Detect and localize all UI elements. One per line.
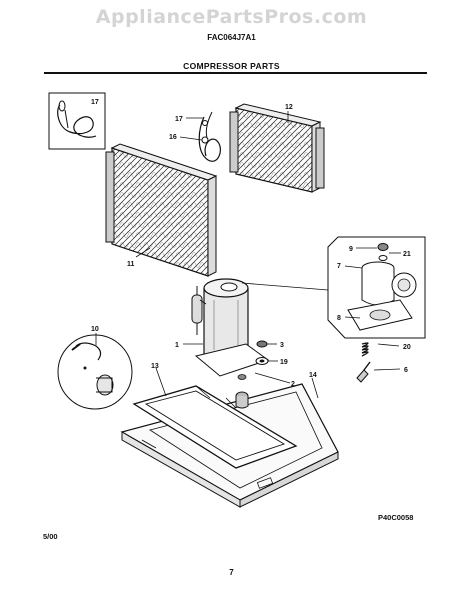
drawing-reference-code: P40C0058	[378, 513, 414, 522]
leader-lines	[95, 111, 401, 399]
callout-label: 17	[91, 99, 99, 106]
inset-capillary-tube	[48, 92, 106, 150]
drip-tray	[132, 385, 298, 469]
callout-label: 8	[337, 315, 341, 322]
callout-label: 20	[403, 344, 411, 351]
capillary-tube-assembly	[198, 111, 221, 162]
condenser-coil	[229, 103, 325, 193]
callout-label: 19	[280, 359, 288, 366]
footer-date: 5/00	[43, 532, 58, 541]
callout-label: 21	[403, 251, 411, 258]
page-number: 7	[229, 568, 234, 577]
callout-label: 2	[291, 381, 295, 388]
spring-and-bolt	[356, 342, 371, 383]
watermark: AppliancePartsPros.com	[95, 6, 368, 28]
model-number: FAC064J7A1	[207, 33, 256, 42]
callout-label: 13	[151, 363, 159, 370]
callout-label: 6	[404, 367, 408, 374]
callout-label: 17	[175, 116, 183, 123]
evaporator-coil	[105, 143, 218, 277]
inset-clamp	[57, 334, 133, 410]
callout-label: 11	[127, 261, 135, 268]
callout-label: 10	[91, 326, 99, 333]
callout-label: 1	[175, 342, 179, 349]
callout-label: 12	[285, 104, 293, 111]
callout-label: 16	[169, 134, 177, 141]
callout-label: 7	[337, 263, 341, 270]
callout-label: 9	[349, 246, 353, 253]
callout-label: 3	[280, 342, 284, 349]
section-title: COMPRESSOR PARTS	[183, 61, 280, 71]
title-rule	[44, 72, 427, 74]
callout-labels: 17 17 16 12 11 9 21 7 8 10 1 3 19 20 6 1…	[91, 99, 411, 388]
inset-overload-cover	[327, 236, 426, 339]
compressor	[191, 278, 270, 380]
callout-label: 14	[309, 372, 317, 379]
